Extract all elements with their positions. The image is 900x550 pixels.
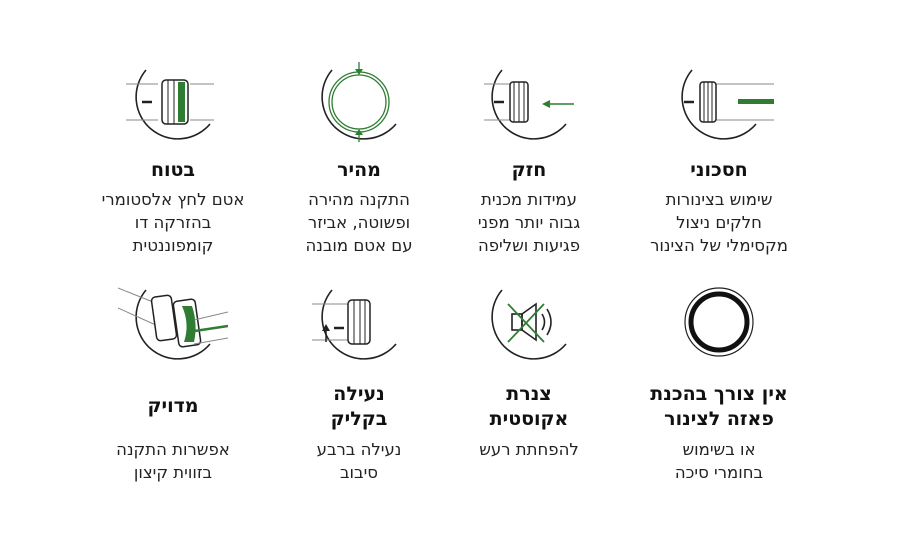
- double-ring-icon: [304, 62, 414, 142]
- feature-desc: להפחתת רעש: [479, 440, 579, 459]
- pipe-click-icon: [304, 282, 414, 362]
- feature-desc: אפשרות התקנה בזווית קיצון: [116, 440, 230, 482]
- feature-desc: נעילה ברבע סיבוב: [316, 440, 402, 482]
- feature-desc: שימוש בצינורות חלקים ניצול מקסימלי של הצ…: [650, 190, 788, 255]
- feature-desc: או בשימוש בחומרי סיכה: [674, 440, 764, 482]
- feature-title: מהיר: [337, 159, 381, 181]
- feature-title: צנרת אקוסטית: [489, 383, 569, 430]
- feature-title: אין צורך בהכנת פאזה לצינור: [650, 383, 788, 430]
- feature-desc: התקנה מהירה ופשוטה, אביזר עם אטם מובנה: [305, 190, 413, 255]
- pipe-arrow-icon: [474, 62, 584, 142]
- feature-title: חסכוני: [690, 159, 748, 181]
- pipe-green-seal-icon: [118, 62, 228, 142]
- feature-title: נעילה בקליק: [330, 383, 388, 430]
- angled-pipe-icon: [118, 282, 228, 362]
- feature-desc: אטם לחץ אלסטומרי בהזרקה דו קומפוננטית: [101, 190, 245, 255]
- ring-no-prep-icon: [664, 282, 774, 362]
- feature-desc: עמידות מכנית גבוה יותר מפני פגיעות ושליפ…: [477, 190, 581, 255]
- feature-title: חזק: [511, 159, 547, 181]
- feature-title: בטוח: [150, 159, 196, 181]
- feature-title: מדויק: [147, 395, 199, 417]
- pipe-green-bar-icon: [664, 62, 774, 142]
- muted-speaker-icon: [474, 282, 584, 362]
